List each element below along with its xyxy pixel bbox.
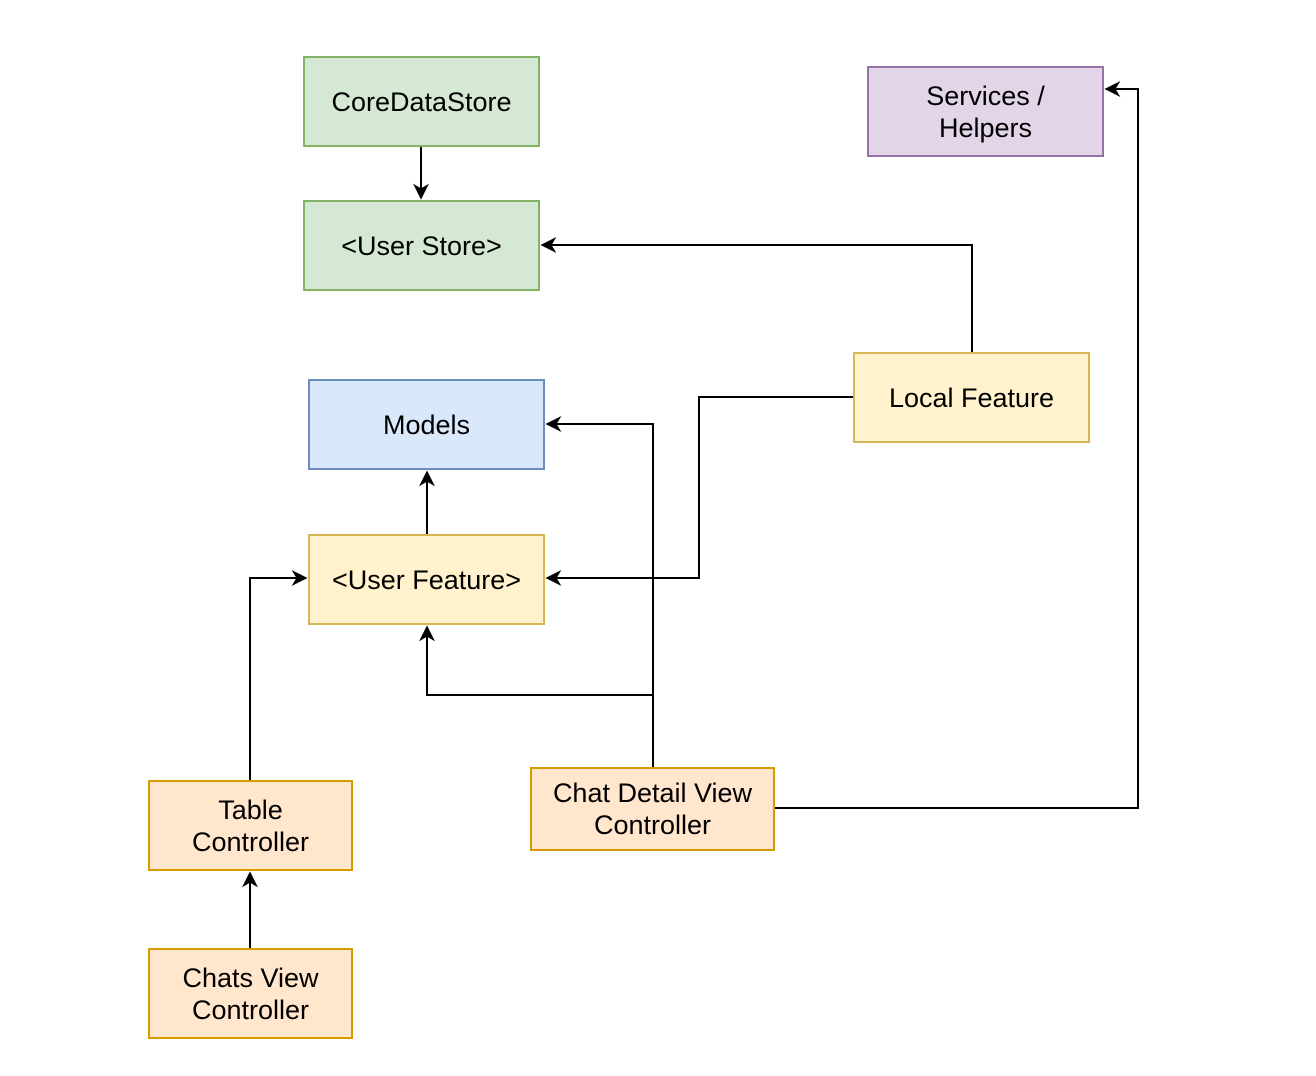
node-models[interactable]: Models	[308, 379, 545, 470]
node-table-controller[interactable]: Table Controller	[148, 780, 353, 871]
edge-chat-detail-to-services	[775, 81, 1139, 809]
node-local-feature-label: Local Feature	[888, 382, 1055, 413]
node-models-label: Models	[382, 409, 471, 440]
node-user-store-label: <User Store>	[341, 230, 502, 261]
edge-chat-detail-to-user-feature	[419, 625, 653, 696]
node-user-store[interactable]: <User Store>	[303, 200, 540, 291]
node-coredatastore-label: CoreDataStore	[331, 86, 512, 117]
node-coredatastore[interactable]: CoreDataStore	[303, 56, 540, 147]
edge-table-controller-to-user-feature	[249, 570, 308, 780]
node-table-controller-label: Table Controller	[191, 794, 310, 857]
node-chat-detail-view-controller[interactable]: Chat Detail View Controller	[530, 767, 775, 851]
node-local-feature[interactable]: Local Feature	[853, 352, 1090, 443]
node-chat-detail-view-controller-label: Chat Detail View Controller	[552, 778, 753, 840]
node-user-feature[interactable]: <User Feature>	[308, 534, 545, 625]
node-services-helpers-label: Services / Helpers	[926, 80, 1045, 143]
node-user-feature-label: <User Feature>	[331, 564, 522, 595]
edge-local-feature-to-user-store	[540, 237, 973, 352]
node-chats-view-controller-label: Chats View Controller	[182, 962, 319, 1025]
edge-chat-detail-to-models	[545, 416, 654, 767]
node-chats-view-controller[interactable]: Chats View Controller	[148, 948, 353, 1039]
node-services-helpers[interactable]: Services / Helpers	[867, 66, 1104, 157]
edge-local-feature-to-user-feature	[545, 396, 853, 586]
